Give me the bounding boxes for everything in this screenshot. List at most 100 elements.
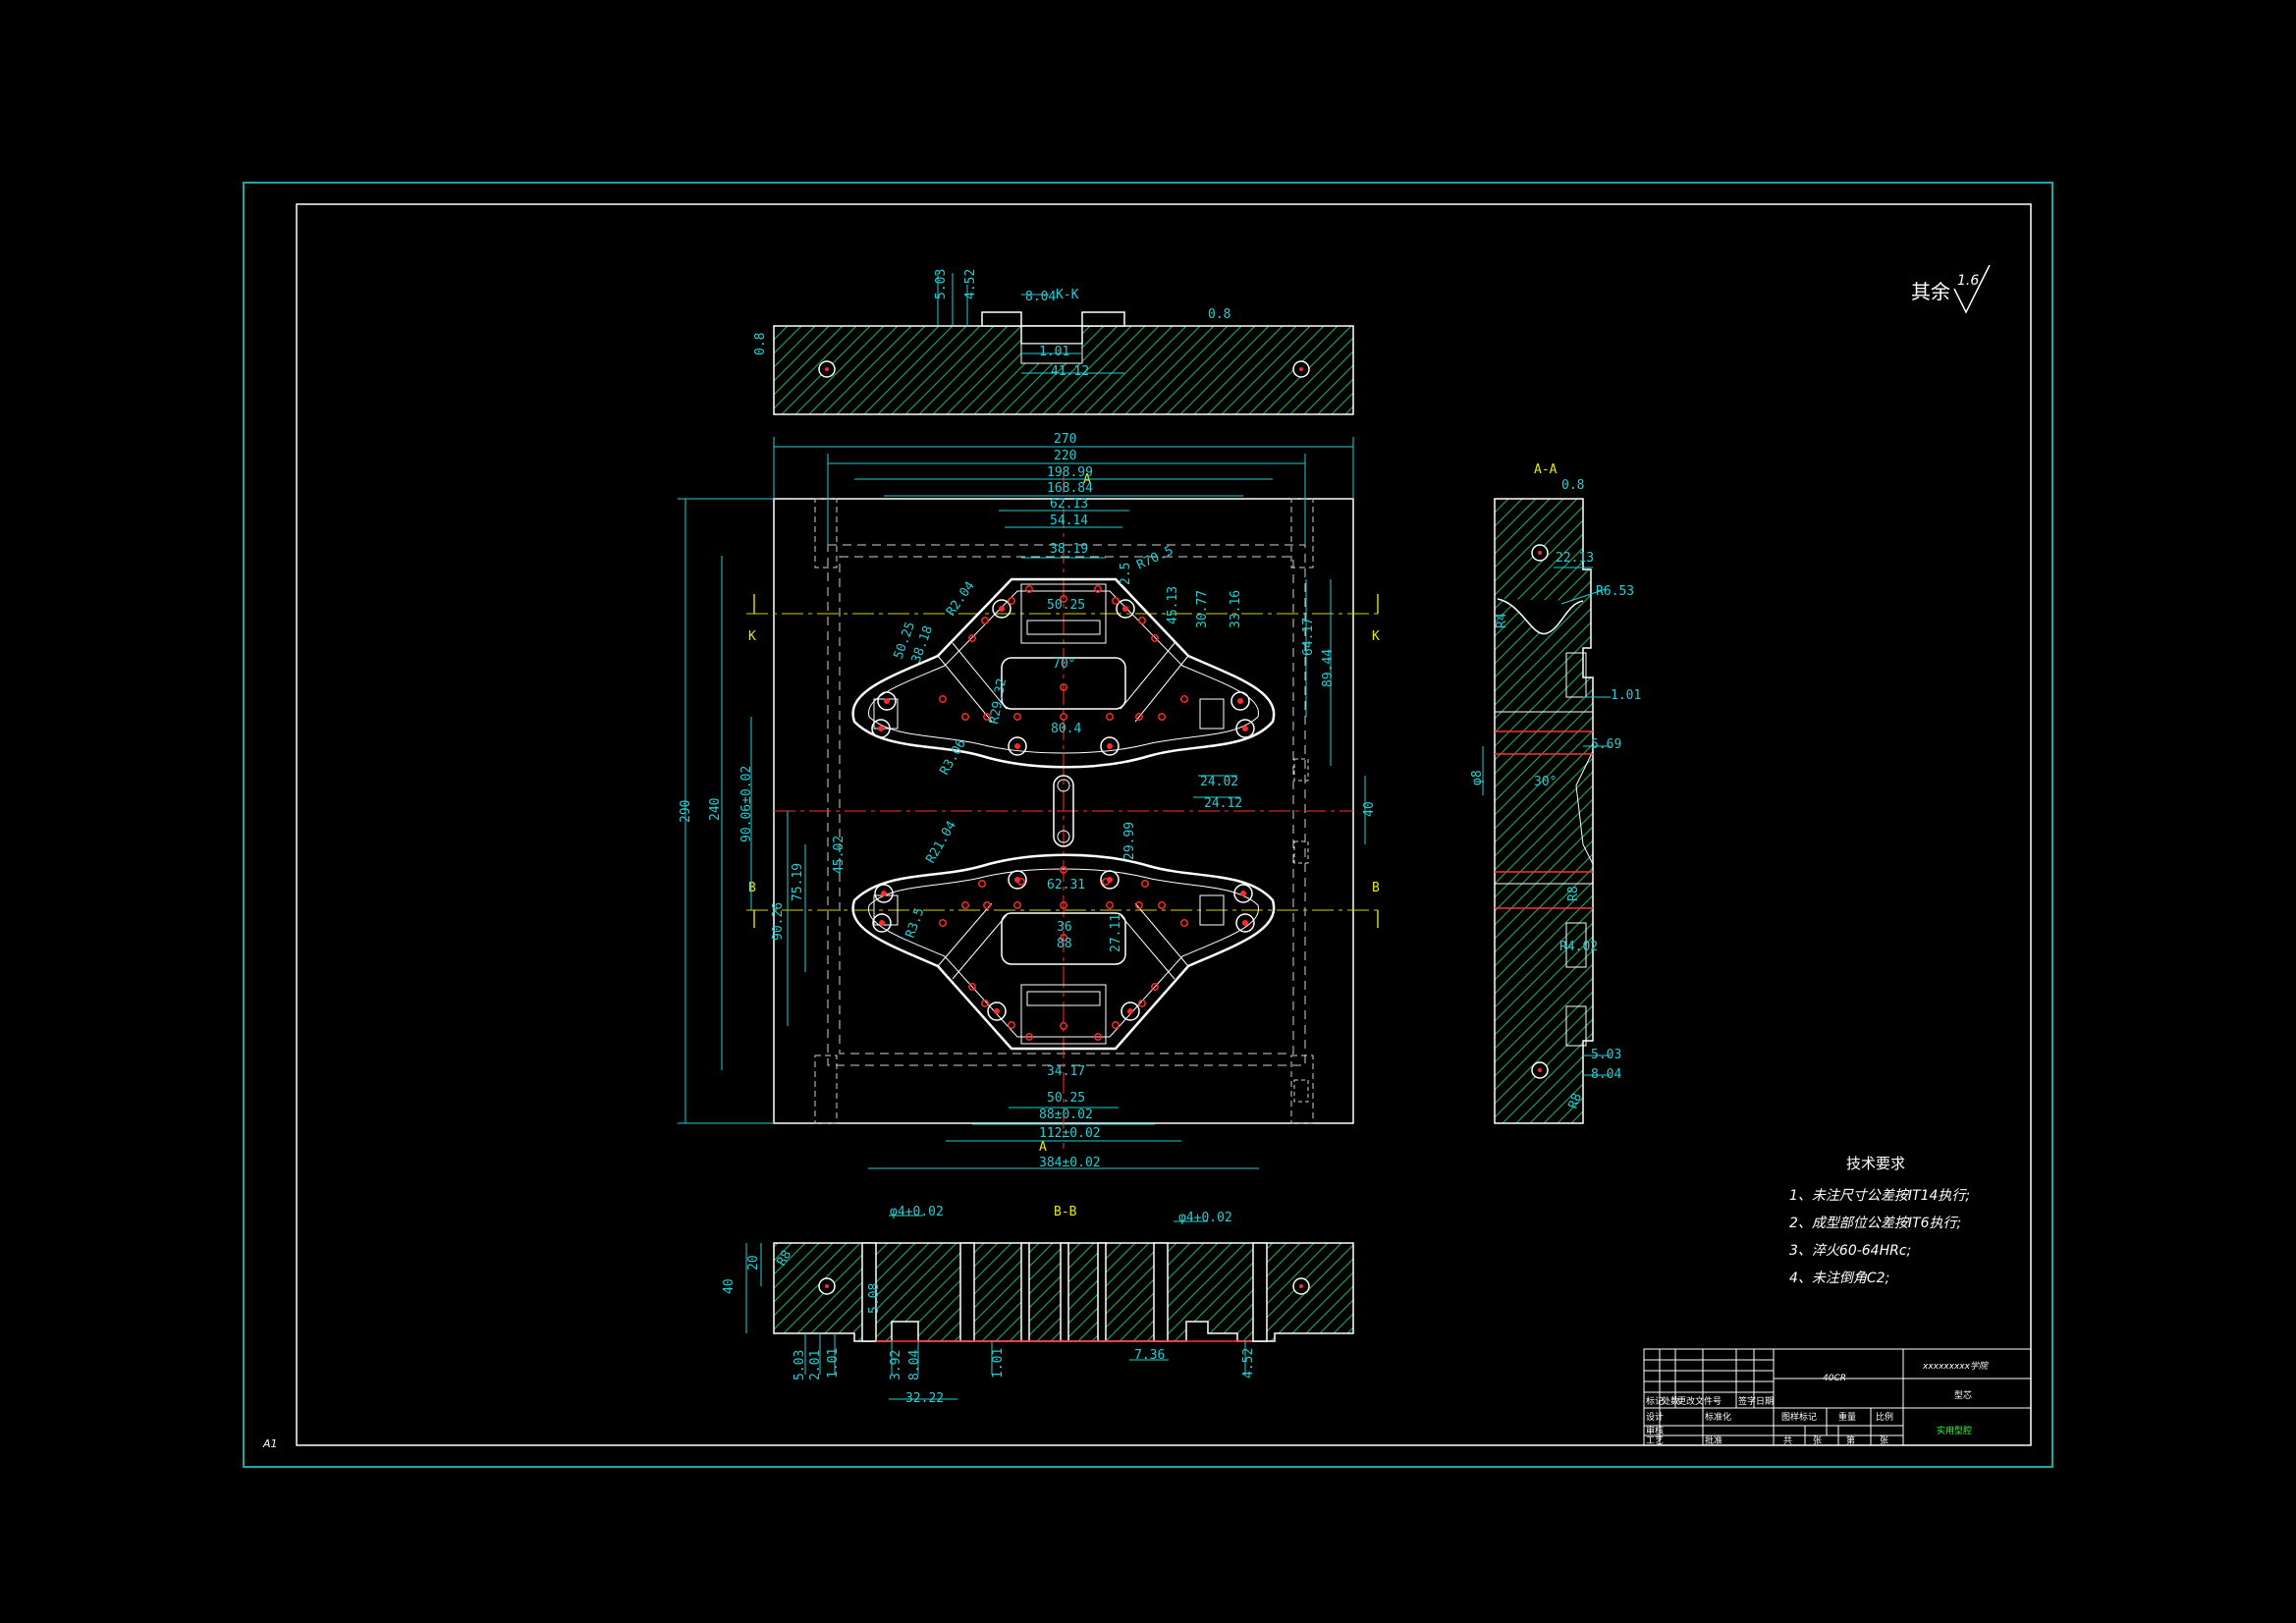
ejector-hole [1060, 595, 1067, 603]
screw-hole-center [999, 606, 1005, 612]
dim-384-tol: 384±0.02 [1039, 1156, 1101, 1170]
ejector-hole [1138, 617, 1146, 624]
dim-90-06: 90.06±0.02 [739, 766, 754, 842]
screw-hole [1233, 884, 1253, 903]
title-sheet-total: 共 [1783, 1435, 1792, 1446]
screw-hole-center [879, 920, 885, 926]
ejector-hole [1060, 934, 1067, 942]
screw-hole-center [1122, 606, 1128, 612]
dim-112-tol: 112±0.02 [1039, 1126, 1101, 1141]
ejector-hole [968, 983, 976, 991]
section-mark-b-right: B [1372, 881, 1380, 895]
dim-50-25-bottom: 50.25 [1047, 1091, 1085, 1106]
bb-dim-r8: R8 [774, 1248, 794, 1269]
dim-75-19: 75.19 [791, 863, 805, 901]
ejector-hole [1008, 597, 1015, 605]
aa-dim-0-8: 0.8 [1561, 478, 1584, 493]
tech-requirement-1: 1、未注尺寸公差按IT14执行; [1789, 1188, 1970, 1204]
aa-dim-r8-mid: R8 [1566, 886, 1581, 901]
bb-dim-32-22: 32.22 [905, 1391, 944, 1406]
tech-requirement-4: 4、未注倒角C2; [1789, 1271, 1889, 1286]
sheet-size-label: A1 [262, 1437, 278, 1450]
ejector-hole [1112, 1021, 1120, 1029]
sprue-gate [1057, 830, 1070, 843]
top-section-view: 5.03 4.52 8.04 K-K 1.01 41.12 0.8 0.8 [753, 269, 1354, 415]
inner-frame [296, 203, 2032, 1446]
screw-hole [1121, 1001, 1140, 1021]
lower-cavity-inner [868, 868, 1259, 1038]
view-label-bb: B-B [1054, 1205, 1077, 1219]
ejector-hole [983, 901, 991, 909]
title-sheet-unit-a: 张 [1813, 1435, 1822, 1446]
bb-dim-5-03: 5.03 [793, 1350, 807, 1380]
dim-24-02: 24.02 [1200, 775, 1238, 789]
dim-0-8-a: 0.8 [1208, 307, 1230, 322]
screw-hole-center [1014, 743, 1020, 749]
dim-40: 40 [1362, 801, 1377, 817]
screw-hole [877, 691, 897, 711]
roughness-symbol-icon [1953, 264, 1991, 314]
dim-r29-32: R29.32 [987, 677, 1010, 726]
ejector-hole [1060, 866, 1067, 874]
ejector-hole [1106, 901, 1114, 909]
bb-dim-8-04: 8.04 [907, 1350, 922, 1380]
section-mark-k-right: K [1372, 629, 1380, 644]
dim-198-99: 198.99 [1047, 465, 1093, 480]
ejector-hole [1135, 713, 1143, 721]
corner-boss [1290, 1055, 1314, 1124]
screw-hole [1100, 736, 1120, 756]
aa-cavity-mid [1494, 711, 1594, 885]
bb-section-view: B-B φ4+0.02 φ4+0.02 40 20 R8 [722, 1205, 1354, 1406]
hole-center [1538, 1068, 1542, 1072]
dim-50-25-top: 50.25 [1047, 598, 1085, 613]
sprue-gate [1057, 779, 1070, 792]
aa-dim-phi8: φ8 [1470, 770, 1485, 785]
ejector-hole [1008, 1021, 1015, 1029]
screw-hole-center [1237, 698, 1243, 704]
lower-window [1001, 912, 1126, 965]
upper-slot [1020, 583, 1107, 644]
aa-dim-8-04: 8.04 [1591, 1067, 1621, 1082]
screw-hole [874, 884, 894, 903]
ejector-hole [1094, 585, 1102, 593]
dim-1-01: 1.01 [1039, 345, 1069, 359]
ejector-hole [968, 634, 976, 642]
title-header-mark: 标记 [1646, 1395, 1664, 1407]
ejector-hole [1094, 1033, 1102, 1041]
aa-dim-r6-53: R6.53 [1596, 584, 1634, 599]
dim-38-19: 38.19 [1050, 542, 1088, 557]
dim-24-12: 24.12 [1204, 796, 1242, 811]
upper-rib-lines [937, 642, 1189, 723]
tech-requirement-2: 2、成型部位公差按IT6执行; [1789, 1216, 1961, 1231]
ejector-hole [1017, 878, 1025, 886]
ejector-hole [1013, 901, 1021, 909]
dim-62-31: 62.31 [1047, 878, 1085, 893]
ejector-hole [1112, 597, 1120, 605]
dim-80-4: 80.4 [1051, 722, 1081, 736]
title-row-design: 设计 [1646, 1411, 1664, 1423]
bb-dim-7-36: 7.36 [1134, 1348, 1165, 1363]
plan-view: K K B B A A [678, 432, 1380, 1170]
lower-slot-bar [1026, 991, 1101, 1006]
screw-hole-center [1127, 1008, 1133, 1014]
bb-dim-2-01: 2.01 [808, 1350, 823, 1380]
bb-dim-1-01-left: 1.01 [826, 1348, 841, 1379]
screw-hole-center [1242, 726, 1248, 731]
dim-34-17: 34.17 [1047, 1064, 1085, 1079]
dim-45-13: 45.13 [1166, 586, 1180, 624]
ejector-hole [1060, 1022, 1067, 1030]
title-row-approve: 批准 [1705, 1434, 1722, 1446]
ejector-hole [1158, 713, 1166, 721]
dim-41-12: 41.12 [1051, 364, 1089, 379]
title-row-review: 审核 [1646, 1425, 1664, 1436]
corner-boss [814, 498, 838, 568]
ejector-hole [981, 1000, 989, 1007]
title-sheet-unit-b: 张 [1880, 1435, 1888, 1446]
dim-88-tol: 88±0.02 [1039, 1108, 1093, 1122]
lower-slot [1020, 984, 1107, 1045]
upper-pocket-right [1199, 698, 1225, 730]
dim-27-11: 27.11 [1109, 914, 1123, 952]
hole-center [1299, 367, 1303, 371]
title-row-process: 工艺 [1646, 1435, 1664, 1446]
dim-8-04: 8.04 [1025, 290, 1056, 304]
